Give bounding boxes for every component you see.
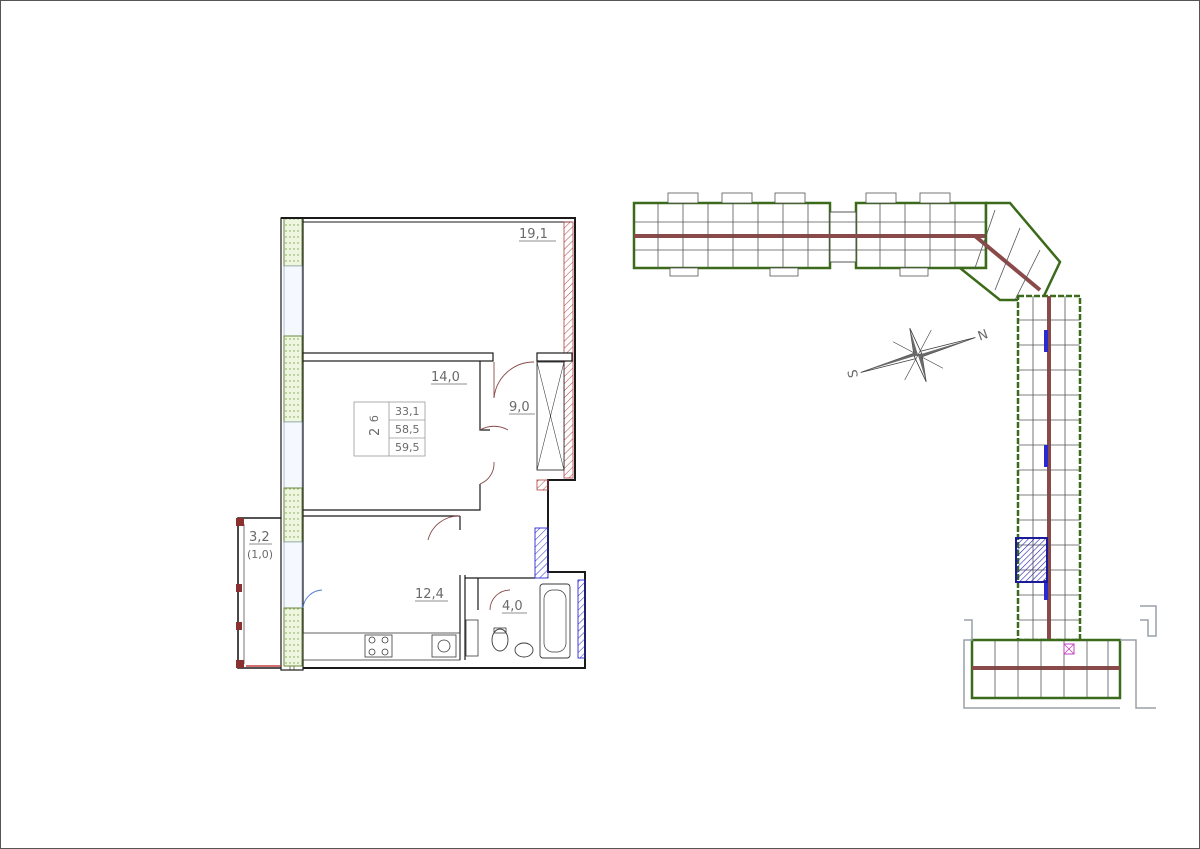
apartment-type: 2 bbox=[368, 428, 383, 436]
toilet bbox=[491, 628, 509, 652]
room-label-balcony: 3,2 bbox=[249, 530, 270, 545]
building-wing-bottom bbox=[963, 605, 1157, 709]
room-label-large: 19,1 bbox=[519, 227, 548, 242]
compass-rose bbox=[860, 328, 976, 382]
washer bbox=[465, 619, 479, 657]
apartment-plan: 19,1 14,0 9,0 12,4 4,0 3,2 (1,0) 2 б 33,… bbox=[236, 217, 586, 671]
room-label-bathroom: 4,0 bbox=[502, 599, 523, 614]
room-label-hall: 9,0 bbox=[509, 400, 530, 415]
total-area-value: 58,5 bbox=[395, 423, 420, 436]
compass-south-label: S bbox=[846, 368, 862, 379]
room-label-middle: 14,0 bbox=[431, 370, 460, 385]
bathtub bbox=[539, 583, 571, 659]
bathroom-fixtures bbox=[465, 527, 586, 659]
window-room-middle bbox=[283, 335, 303, 489]
shaft-hatch bbox=[536, 479, 549, 491]
kitchen-counter bbox=[302, 632, 461, 661]
highlighted-apartment bbox=[1015, 537, 1048, 583]
balcony bbox=[236, 517, 281, 669]
washbasin bbox=[514, 642, 534, 658]
room-label-kitchen: 12,4 bbox=[415, 587, 444, 602]
partitions bbox=[302, 352, 573, 660]
total-area-with-balcony-value: 59,5 bbox=[395, 441, 420, 454]
apartment-type-suffix: б bbox=[368, 415, 381, 422]
compass-north-label: N bbox=[976, 327, 990, 344]
building-wing-vertical bbox=[1015, 294, 1082, 642]
wet-wall-hatch bbox=[563, 221, 574, 479]
area-summary-table: 2 б 33,1 58,5 59,5 bbox=[353, 401, 426, 457]
window-room-large bbox=[283, 217, 303, 337]
building-key-plan bbox=[632, 192, 1157, 709]
building-wing-top bbox=[632, 192, 988, 277]
living-area-value: 33,1 bbox=[395, 405, 420, 418]
room-label-balcony-reduced: (1,0) bbox=[247, 548, 273, 561]
window-kitchen bbox=[283, 487, 303, 667]
door-swings bbox=[302, 361, 535, 611]
